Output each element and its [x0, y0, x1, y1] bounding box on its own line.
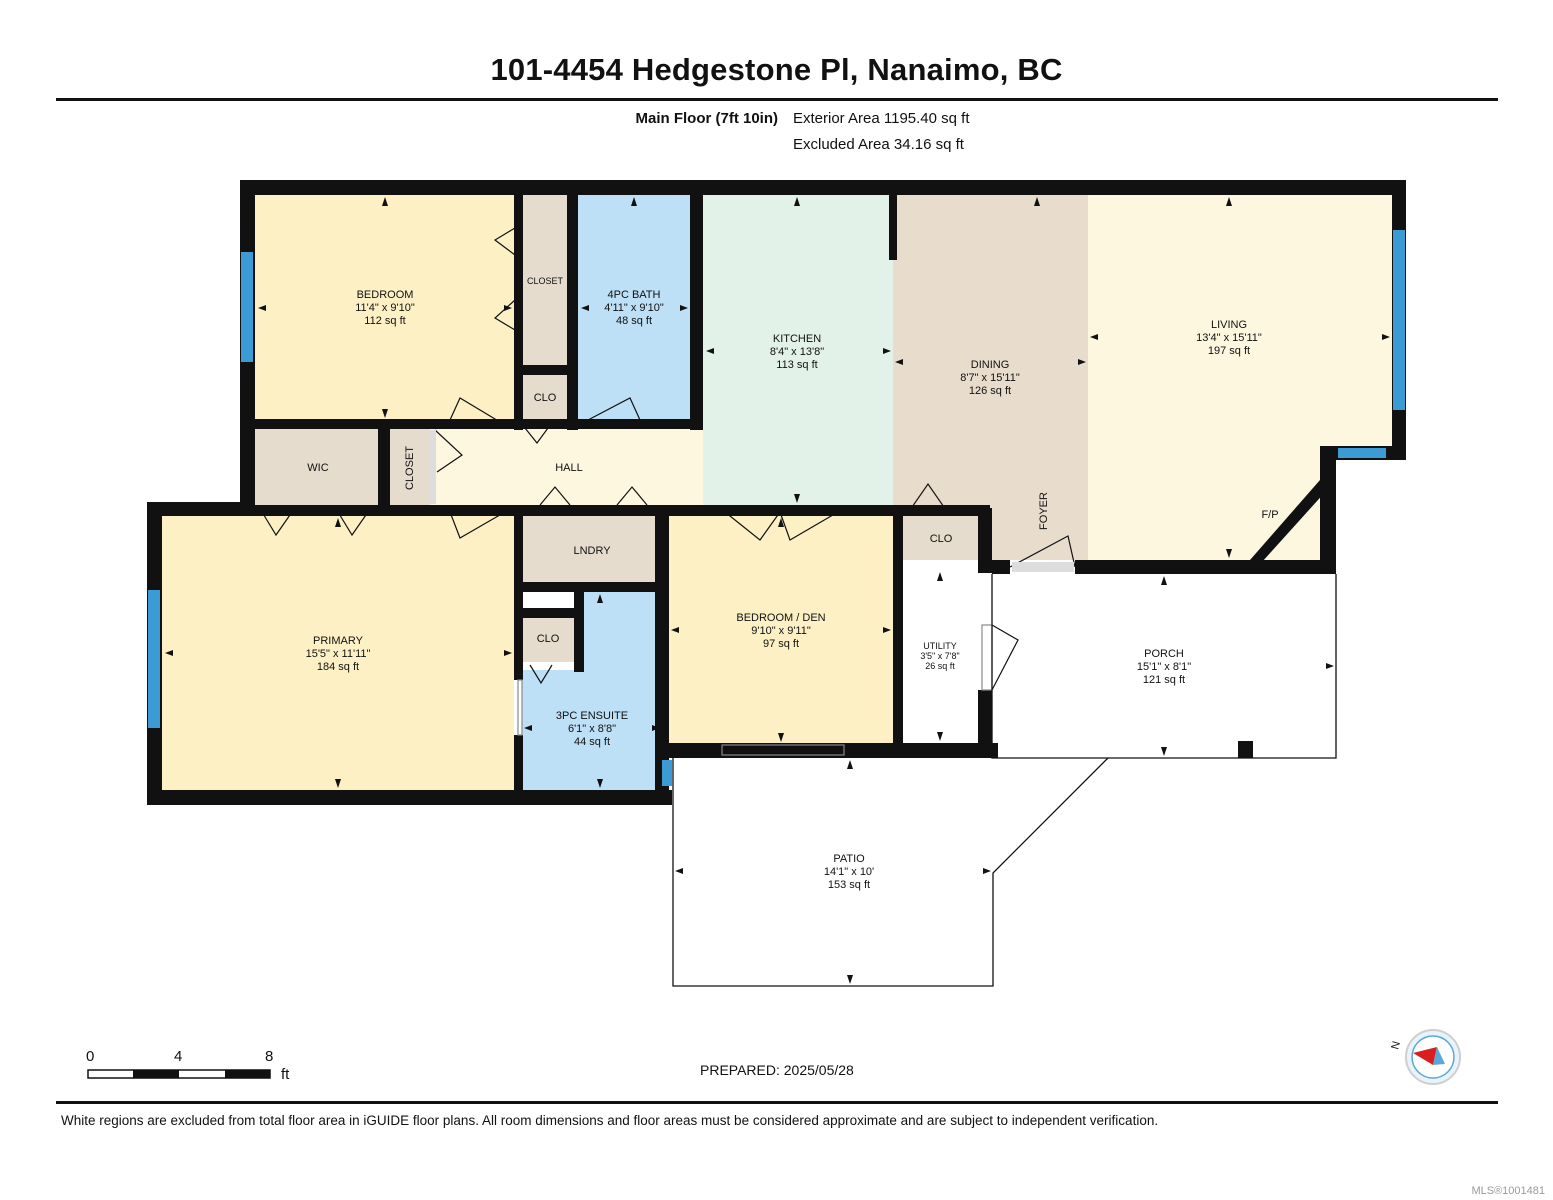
- clo-foyer-name: CLO: [930, 533, 953, 545]
- fp-name: F/P: [1261, 509, 1278, 521]
- ensuite-fill: [522, 592, 662, 790]
- exterior-outlines: [672, 574, 1337, 987]
- scale-unit: ft: [281, 1066, 290, 1083]
- hall-name: HALL: [555, 462, 583, 474]
- dimension-arrows: [165, 197, 1390, 984]
- den-fill: [669, 515, 893, 745]
- title-rule: [56, 98, 1498, 101]
- page-title: 101-4454 Hedgestone Pl, Nanaimo, BC: [490, 52, 1063, 87]
- den-area: 97 sq ft: [763, 638, 799, 650]
- door-openings: [430, 430, 1074, 572]
- scale-label-0: 0: [86, 1048, 95, 1065]
- closet-top-name: CLOSET: [527, 276, 564, 286]
- room-fills: [162, 195, 1392, 790]
- den-name: BEDROOM / DEN: [736, 612, 825, 624]
- clo-hall-name: CLO: [534, 392, 557, 404]
- doors: [261, 227, 1076, 756]
- primary-name: PRIMARY: [313, 635, 364, 647]
- dining-dims: 8'7" x 15'11": [960, 372, 1020, 384]
- footer-rule: [56, 1101, 1498, 1104]
- compass-icon: [1405, 1029, 1461, 1085]
- room-labels: BEDROOM 11'4" x 9'10" 112 sq ft CLOSET 4…: [306, 276, 1279, 891]
- prepared-date: PREPARED: 2025/05/28: [700, 1062, 854, 1078]
- clo-foyer-fill: [902, 515, 980, 560]
- porch-dims: 15'1" x 8'1": [1137, 661, 1191, 673]
- kitchen-name: KITCHEN: [773, 333, 821, 345]
- living-fill: [1088, 195, 1392, 560]
- bath4-fill: [578, 195, 690, 420]
- living-dims: 13'4" x 15'11": [1196, 332, 1262, 344]
- utility-name: UTILITY: [923, 641, 957, 651]
- windows: [148, 230, 1405, 786]
- walls: [147, 180, 1406, 805]
- ensuite-area: 44 sq ft: [574, 736, 610, 748]
- compass-north-label: N: [1389, 1040, 1403, 1051]
- clo-hall-fill: [522, 375, 567, 420]
- patio-dims: 14'1" x 10': [824, 866, 874, 878]
- dining-area: 126 sq ft: [969, 385, 1011, 397]
- utility-area: 26 sq ft: [925, 661, 955, 671]
- clo-ensuite-name: CLO: [537, 633, 560, 645]
- mls-watermark: MLS®1001481: [1471, 1185, 1545, 1197]
- closet-hall-name: CLOSET: [404, 446, 416, 490]
- bedroom-dims: 11'4" x 9'10": [355, 302, 415, 314]
- porch-name: PORCH: [1144, 648, 1184, 660]
- bedroom-name: BEDROOM: [357, 289, 414, 301]
- bedroom-area: 112 sq ft: [364, 315, 405, 327]
- closet-hall-fill: [390, 428, 430, 506]
- porch-area: 121 sq ft: [1143, 674, 1185, 686]
- kitchen-area: 113 sq ft: [776, 359, 817, 371]
- primary-area: 184 sq ft: [317, 661, 359, 673]
- bath4-area: 48 sq ft: [616, 315, 652, 327]
- utility-dims: 3'5" x 7'8": [920, 651, 959, 661]
- closet-top-fill: [522, 195, 567, 365]
- hall-fill: [430, 428, 703, 506]
- patio-name: PATIO: [833, 853, 865, 865]
- scale-bar: [87, 1069, 271, 1079]
- living-name: LIVING: [1211, 319, 1247, 331]
- lndry-fill: [522, 515, 662, 583]
- primary-fill: [162, 515, 514, 790]
- lndry-name: LNDRY: [573, 545, 611, 557]
- disclaimer-text: White regions are excluded from total fl…: [61, 1113, 1159, 1128]
- kitchen-dims: 8'4" x 13'8": [770, 346, 824, 358]
- exterior-area: Exterior Area 1195.40 sq ft: [793, 110, 970, 127]
- foyer-name: FOYER: [1038, 492, 1050, 530]
- patio-area: 153 sq ft: [828, 879, 870, 891]
- ensuite-dims: 6'1" x 8'8": [568, 723, 616, 735]
- ensuite-name: 3PC ENSUITE: [556, 710, 628, 722]
- scale-label-8: 8: [265, 1048, 274, 1065]
- bath4-dims: 4'11" x 9'10": [604, 302, 664, 314]
- living-area: 197 sq ft: [1208, 345, 1250, 357]
- kitchen-fill: [703, 195, 893, 505]
- bath4-name: 4PC BATH: [608, 289, 661, 301]
- bedroom-fill: [255, 195, 515, 420]
- dining-lower-fill: [990, 505, 1088, 560]
- den-dims: 9'10" x 9'11": [751, 625, 811, 637]
- wic-name: WIC: [307, 462, 328, 474]
- floor-label: Main Floor (7ft 10in): [635, 110, 779, 127]
- excluded-area: Excluded Area 34.16 sq ft: [793, 136, 964, 153]
- dining-name: DINING: [971, 359, 1010, 371]
- scale-label-4: 4: [174, 1048, 183, 1065]
- wic-fill: [255, 428, 382, 506]
- clo-ensuite-fill: [522, 617, 574, 662]
- dining-fill: [893, 195, 1088, 505]
- primary-dims: 15'5" x 11'11": [306, 648, 371, 660]
